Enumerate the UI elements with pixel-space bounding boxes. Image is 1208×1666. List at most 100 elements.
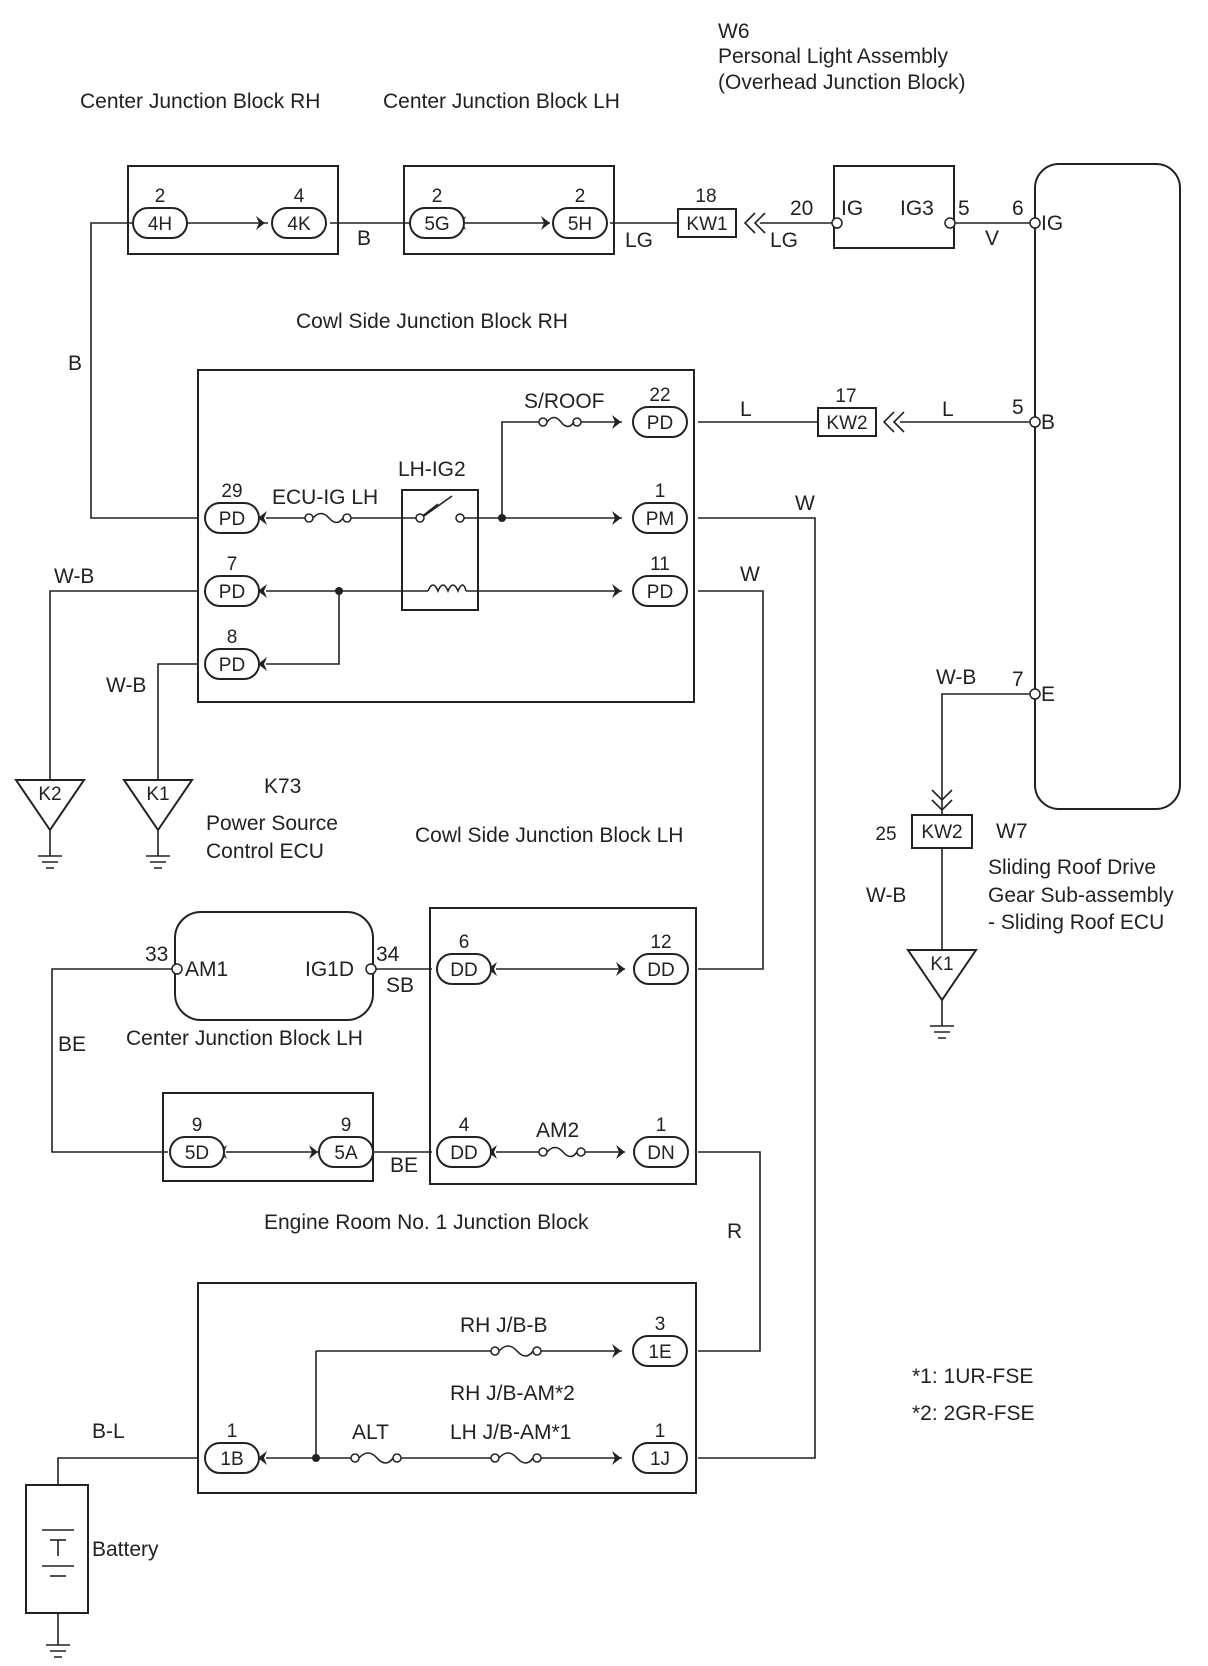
- fuse-lh-jb-am-symbol: [490, 1452, 542, 1464]
- connector-e1e: 1E3: [632, 1314, 688, 1367]
- connector-j1j-name: 1J: [650, 1449, 670, 1470]
- kw2-top-connector: KW2 17: [817, 386, 877, 437]
- kw2-top-pin: 17: [835, 386, 856, 407]
- connector-e1e-name: 1E: [648, 1342, 671, 1363]
- connector-c5d: 5D9: [169, 1115, 225, 1168]
- junction-boxes: [127, 163, 1181, 1494]
- connector-dd4-name: DD: [450, 1143, 477, 1164]
- battery-symbol: [25, 1484, 89, 1614]
- connector-c4k-name: 4K: [287, 214, 311, 235]
- connector-dd4: DD 4: [436, 1115, 492, 1168]
- connector-c4h-pin: 2: [155, 186, 166, 207]
- w6-name: Personal Light Assembly: [718, 45, 948, 68]
- connector-dn1-name: DN: [647, 1143, 674, 1164]
- fuses: [304, 416, 586, 1464]
- engine-room-junction-block-box: [197, 1282, 697, 1494]
- connector-dd6: DD6: [436, 932, 492, 985]
- wire-lg-2: LG: [770, 229, 798, 252]
- connector-b1b: 1B1: [204, 1421, 260, 1474]
- personal-light-assembly-box: [833, 165, 955, 249]
- kw2-top-name: KW2: [826, 413, 867, 434]
- connector-c5g: 5G2: [409, 186, 465, 239]
- sliding-roof-ecu-box: [1034, 163, 1181, 810]
- connector-pd22-name: PD: [647, 413, 673, 434]
- wire-color-labels: B LG LG V B L L W W W-B W-B W-B W-B SB B…: [54, 227, 999, 1443]
- connector-pd29-pin: 29: [221, 481, 242, 502]
- kw2-bot-name: KW2: [921, 822, 962, 843]
- center-junction-block-lh-box-mid: [162, 1092, 374, 1182]
- fuse-sroof-label: S/ROOF: [524, 390, 605, 413]
- am1-name: AM1: [185, 958, 228, 981]
- component-labels: S/ROOF ECU-IG LH LH-IG2 AM2 RH J/B-B RH …: [272, 390, 605, 1444]
- wire-sb: SB: [386, 974, 414, 997]
- wire-w-1: W: [795, 492, 815, 515]
- w7-name3: - Sliding Roof ECU: [988, 911, 1164, 934]
- ground-k1-left-label: K1: [146, 784, 169, 805]
- fuse-rh-jb-b-label: RH J/B-B: [460, 1314, 548, 1337]
- cjb-rh-top-caption: Center Junction Block RH: [80, 90, 320, 113]
- connector-c5a: 5A9: [318, 1115, 374, 1168]
- kw1-pin: 18: [695, 186, 716, 207]
- ground-k1-right: K1: [906, 949, 978, 1039]
- connector-dd6-name: DD: [450, 960, 477, 981]
- ground-k1-left: K1: [122, 779, 194, 869]
- terminal-labels: 20 IG IG3 5 6 IG 5 B 7 E 33 AM1 IG1D 34: [145, 197, 1063, 981]
- connector-c4h: 4H2: [132, 186, 188, 239]
- cowl-rh-caption: Cowl Side Junction Block RH: [296, 310, 568, 333]
- wire-wb-2: W-B: [106, 674, 146, 697]
- am1-pin: 33: [145, 943, 168, 966]
- w7-ig-name: IG: [1041, 212, 1063, 235]
- connector-dd12-name: DD: [647, 960, 674, 981]
- wire-lg-1: LG: [625, 229, 653, 252]
- connector-pd7-pin: 7: [227, 554, 238, 575]
- connector-dn1-pin: 1: [656, 1115, 667, 1136]
- connector-pm1-pin: 1: [655, 481, 666, 502]
- wire-bl: B-L: [92, 1420, 125, 1443]
- k73-name2: Control ECU: [206, 840, 324, 863]
- connector-c5a-pin: 9: [341, 1115, 352, 1136]
- connector-c5h-name: 5H: [568, 214, 592, 235]
- connector-pd8-pin: 8: [227, 627, 238, 648]
- connector-pd11-name: PD: [647, 582, 673, 603]
- wire-l-1: L: [740, 398, 752, 421]
- kw2-bottom-connector: KW2 25: [875, 814, 973, 849]
- connector-dd12-pin: 12: [650, 932, 671, 953]
- w6-code: W6: [718, 20, 750, 43]
- wire-v: V: [985, 227, 999, 250]
- fuse-ecu-ig-lh-label: ECU-IG LH: [272, 486, 378, 509]
- connector-pills: 4H24K45G25H2PD22PD29PM1PD7PD11PD8DD6DD12…: [132, 186, 689, 1474]
- connector-c5a-name: 5A: [334, 1143, 358, 1164]
- connector-b1b-pin: 1: [227, 1421, 238, 1442]
- fuse-am2-symbol: [538, 1146, 586, 1158]
- connector-dd12: DD 12: [633, 932, 689, 985]
- connector-b1b-name: 1B: [220, 1449, 243, 1470]
- w7-name1: Sliding Roof Drive: [988, 856, 1156, 879]
- k73-code: K73: [264, 775, 301, 798]
- connector-c4k: 4K4: [271, 186, 327, 239]
- w7-name2: Gear Sub-assembly: [988, 884, 1174, 907]
- connector-dd4-pin: 4: [459, 1115, 470, 1136]
- connector-c5d-name: 5D: [185, 1143, 209, 1164]
- kw2-bot-pin: 25: [875, 824, 896, 845]
- connector-j1j: 1J1: [632, 1421, 688, 1474]
- fuse-rh-jb-am-label: RH J/B-AM*2: [450, 1382, 575, 1405]
- battery-caption: Battery: [92, 1538, 159, 1561]
- connector-c5g-pin: 2: [432, 186, 443, 207]
- w7-ig-pin: 6: [1012, 197, 1024, 220]
- w7-b-name: B: [1041, 411, 1055, 434]
- wire-r: R: [727, 1220, 742, 1243]
- connector-e1e-pin: 3: [655, 1314, 666, 1335]
- cowl-lh-caption: Cowl Side Junction Block LH: [415, 824, 683, 847]
- note-1: *1: 1UR-FSE: [912, 1365, 1033, 1388]
- wire-b-cjb: B: [357, 227, 371, 250]
- cowl-side-junction-block-lh-box: [429, 907, 697, 1185]
- ground-k2-label: K2: [38, 784, 61, 805]
- fuse-lh-jb-am-label: LH J/B-AM*1: [450, 1421, 571, 1444]
- fuse-ecu-ig-lh-symbol: [304, 512, 352, 524]
- connector-pd11-pin: 11: [650, 554, 670, 575]
- ground-k2: K2: [14, 779, 86, 869]
- connector-c5h: 5H2: [552, 186, 608, 239]
- connector-c5g-name: 5G: [424, 214, 449, 235]
